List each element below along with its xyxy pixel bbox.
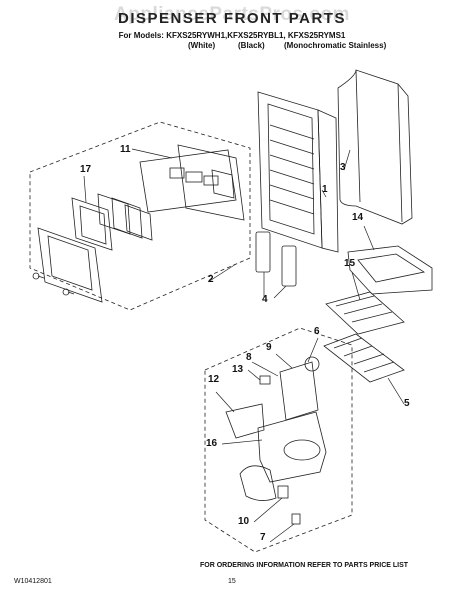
callout-4: 4	[262, 294, 268, 305]
drip-tray	[347, 245, 433, 295]
callout-15: 15	[344, 258, 356, 269]
dispenser-base	[257, 411, 327, 483]
callout-11: 11	[120, 144, 131, 155]
callout-10: 10	[238, 516, 250, 527]
door-shell	[337, 69, 413, 225]
callout-6: 6	[314, 326, 320, 337]
assembly-box-lower	[204, 327, 353, 553]
callout-8: 8	[246, 352, 252, 363]
doc-number: W10412801	[14, 578, 52, 585]
dispenser-housing	[257, 91, 339, 253]
variant-black: (Black)	[238, 41, 265, 50]
watermark: AppliancePartsPros.com	[114, 4, 350, 25]
pads	[255, 231, 297, 287]
grille-insert	[325, 291, 405, 335]
assembly-box-left	[29, 121, 251, 311]
callout-3: 3	[340, 162, 346, 173]
ordering-note: FOR ORDERING INFORMATION REFER TO PARTS …	[200, 562, 409, 569]
callout-13: 13	[232, 364, 244, 375]
callout-9: 9	[266, 342, 272, 353]
callout-16: 16	[206, 438, 218, 449]
models-line: For Models: KFXS25RYWH1,KFXS25RYBL1, KFX…	[118, 31, 346, 40]
page-number: 15	[228, 578, 236, 585]
ice-chute-door	[225, 403, 265, 439]
front-cover-panel	[37, 227, 103, 303]
callout-5: 5	[404, 398, 410, 409]
screws-left	[32, 272, 75, 296]
callout-1: 1	[322, 184, 328, 195]
callout-2: 2	[208, 274, 214, 285]
control-housing	[177, 144, 245, 221]
variant-stainless: (Monochromatic Stainless)	[284, 41, 387, 50]
callout-7: 7	[260, 532, 266, 543]
control-board	[139, 149, 237, 213]
display-layers	[97, 193, 153, 241]
water-paddle	[239, 465, 277, 501]
callout-17: 17	[80, 164, 92, 175]
callout-12: 12	[208, 374, 220, 385]
grille	[323, 333, 405, 383]
callout-leaders	[83, 148, 405, 543]
variant-white: (White)	[188, 41, 216, 50]
small-fittings	[277, 485, 301, 525]
callout-14: 14	[352, 212, 364, 223]
page-title: DISPENSER FRONT PARTS	[118, 10, 346, 27]
bezel-frame	[71, 197, 113, 251]
actuator-assembly	[259, 356, 320, 421]
